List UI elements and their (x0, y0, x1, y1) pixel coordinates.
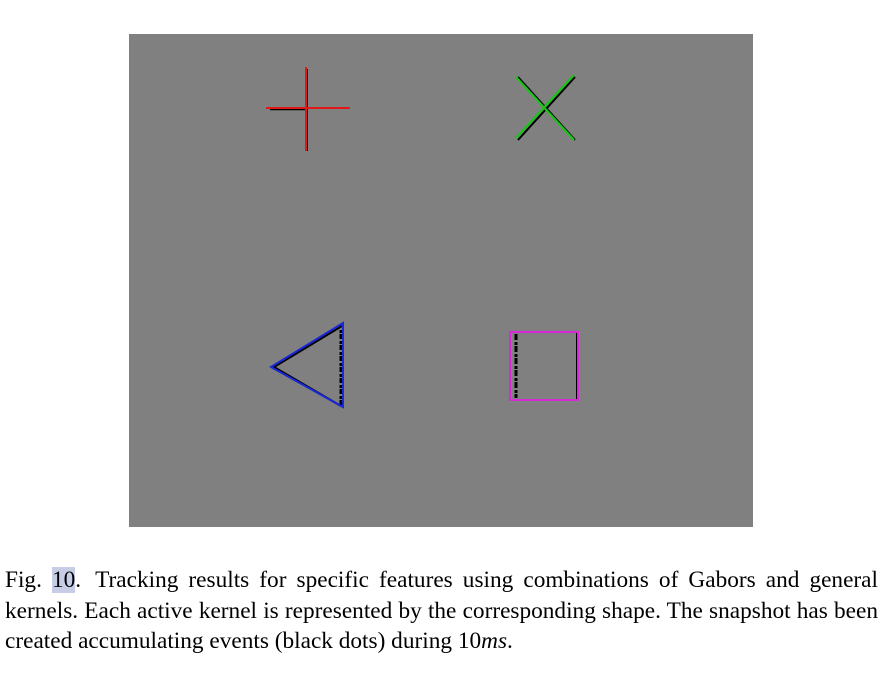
x-kernel-shape (515, 74, 576, 141)
caption-end-period: . (507, 628, 513, 654)
square-kernel-shape (509, 331, 579, 401)
tracking-snapshot-figure (129, 34, 753, 527)
figure-number-period: . (75, 567, 82, 593)
figure-label: Fig. (5, 567, 42, 593)
time-unit: ms (481, 628, 508, 654)
cross-kernel-shape (266, 67, 350, 151)
triangle-kernel-shape (269, 321, 344, 409)
time-value: 10 (457, 628, 482, 654)
figure-caption: Fig. 10.Tracking results for specific fe… (5, 565, 878, 657)
caption-text: Tracking results for specific features u… (5, 567, 878, 654)
tracking-snapshot-canvas (266, 67, 579, 409)
figure-number: 10 (51, 567, 76, 593)
